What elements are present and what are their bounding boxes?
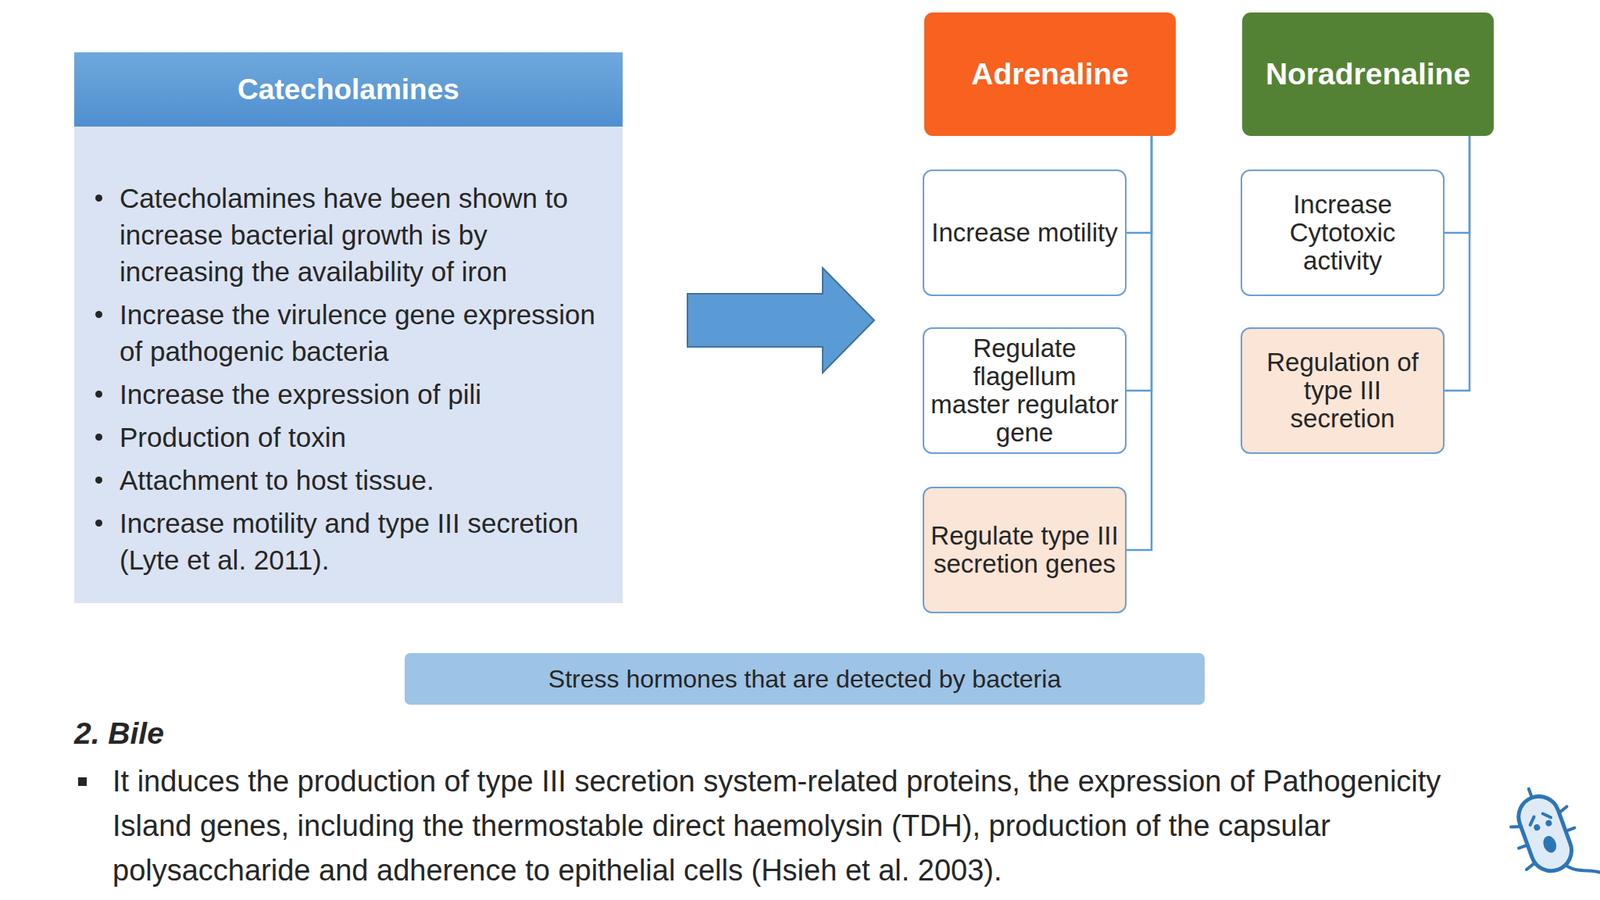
panel-heading: Catecholamines [74, 52, 623, 127]
bullet-square [78, 777, 87, 786]
bullet-item: Increase the virulence gene expression o… [119, 296, 606, 370]
block-arrow [687, 267, 875, 373]
section-heading: 2. Bile [74, 716, 543, 751]
connector-line [1126, 135, 1152, 550]
connector-line [1444, 135, 1470, 391]
paragraph-text: It induces the production of type III se… [112, 759, 1502, 893]
effect-text: Regulate type III secretion genes [930, 521, 1119, 579]
caption-band: Stress hormones that are detected by bac… [404, 653, 1205, 705]
hormone-name: Adrenaline [971, 57, 1129, 92]
panel-body: Catecholamines have been shown to increa… [74, 126, 623, 579]
hormone-box: Adrenaline [924, 12, 1176, 136]
bullet-item: Increase the expression of pili [119, 375, 606, 413]
hormone-box: Noradrenaline [1242, 12, 1494, 136]
effect-box: Regulate flagellum master regulator gene [922, 327, 1127, 454]
effect-text: Regulation of type III secretion [1248, 348, 1437, 433]
connector-line [1444, 135, 1470, 233]
bullet-item: Increase motility and type III secretion… [119, 504, 606, 579]
bullet-item: Attachment to host tissue. [119, 461, 606, 499]
bullet-item: Production of toxin [119, 418, 606, 456]
bacterium-icon [1500, 775, 1600, 898]
effect-text: Increase Cytotoxic activity [1248, 190, 1437, 275]
effect-box: Increase motility [922, 169, 1127, 297]
effect-box: Increase Cytotoxic activity [1240, 169, 1445, 297]
effect-box: Regulation of type III secretion [1240, 327, 1445, 454]
band-text: Stress hormones that are detected by bac… [548, 664, 1061, 694]
info-panel: CatecholaminesCatecholamines have been s… [74, 52, 623, 604]
bullet-item: Catecholamines have been shown to increa… [119, 179, 606, 290]
effect-text: Regulate flagellum master regulator gene [930, 334, 1119, 447]
effect-text: Increase motility [931, 218, 1118, 247]
effect-box: Regulate type III secretion genes [922, 486, 1127, 614]
connector-line [1126, 135, 1152, 391]
hormone-name: Noradrenaline [1265, 57, 1471, 92]
connector-line [1126, 135, 1152, 233]
